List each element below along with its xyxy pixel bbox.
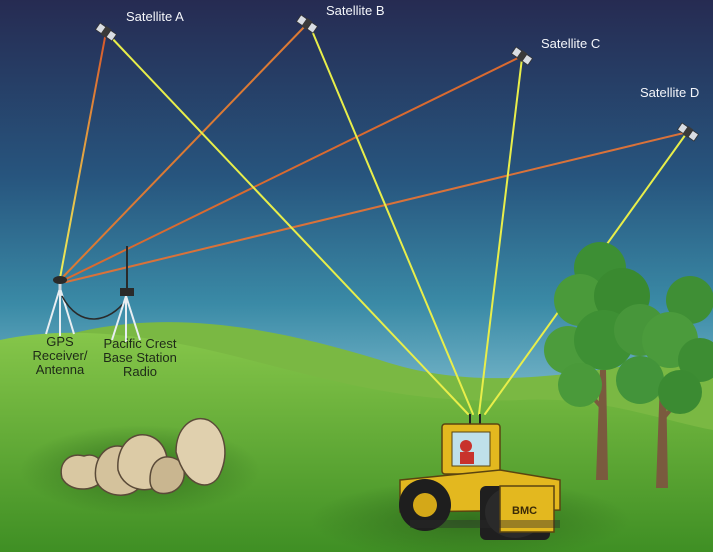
satellite-c-label: Satellite C — [541, 36, 601, 51]
radio-box-icon — [120, 288, 134, 296]
satellite-a-label: Satellite A — [126, 9, 184, 24]
signal-line-c-receiver — [63, 55, 523, 281]
connection-cable — [61, 295, 127, 320]
signal-line-a-receiver — [59, 31, 107, 279]
base-station-label: Pacific Crest Base Station Radio — [92, 337, 188, 379]
base-station-label-line2: Base Station — [103, 350, 177, 365]
satellite-a-icon — [94, 22, 118, 42]
signal-line-a-roller — [107, 33, 469, 415]
satellite-d-label: Satellite D — [640, 85, 700, 100]
gps-receiver-label-line2: Receiver/ — [32, 348, 88, 363]
gps-antenna-icon — [53, 276, 67, 284]
compactor-roller-icon — [399, 414, 561, 540]
signal-line-d-receiver — [65, 131, 689, 283]
rocks — [60, 417, 226, 496]
gps-receiver-label-line1: GPS — [46, 334, 74, 349]
satellite-d-icon — [676, 122, 700, 142]
signal-line-b-roller — [309, 25, 474, 415]
base-station-label-line1: Pacific Crest — [103, 336, 177, 351]
satellite-b-label: Satellite B — [326, 3, 385, 18]
signal-line-c-roller — [478, 57, 523, 415]
satellite-b-icon — [295, 14, 319, 34]
satellite-c-icon — [510, 46, 534, 66]
base-station-label-line3: Radio — [123, 364, 157, 379]
base-station-tripod-icon — [111, 295, 141, 342]
signal-lines — [59, 23, 689, 415]
gps-receiver-label: GPS Receiver/ Antenna — [20, 335, 100, 377]
trees — [544, 242, 713, 488]
signal-line-b-receiver — [61, 23, 308, 279]
roller-brand-label: BMC — [512, 505, 538, 517]
gps-receiver-label-line3: Antenna — [35, 362, 85, 377]
